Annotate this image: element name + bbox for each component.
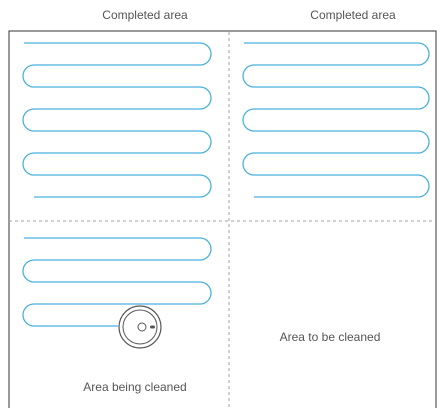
label-completed-area-top-left: Completed area [102, 8, 188, 22]
cleaning-path-bottom-left [22, 237, 212, 327]
label-completed-area-top-right: Completed area [310, 8, 396, 22]
label-area-being-cleaned: Area being cleaned [83, 380, 187, 394]
cleaning-path-top-right [242, 42, 430, 198]
room-border [8, 30, 437, 408]
label-area-to-be-cleaned: Area to be cleaned [279, 330, 381, 344]
cleaning-path-top-left [22, 42, 212, 198]
robot-vacuum-icon [118, 305, 162, 349]
